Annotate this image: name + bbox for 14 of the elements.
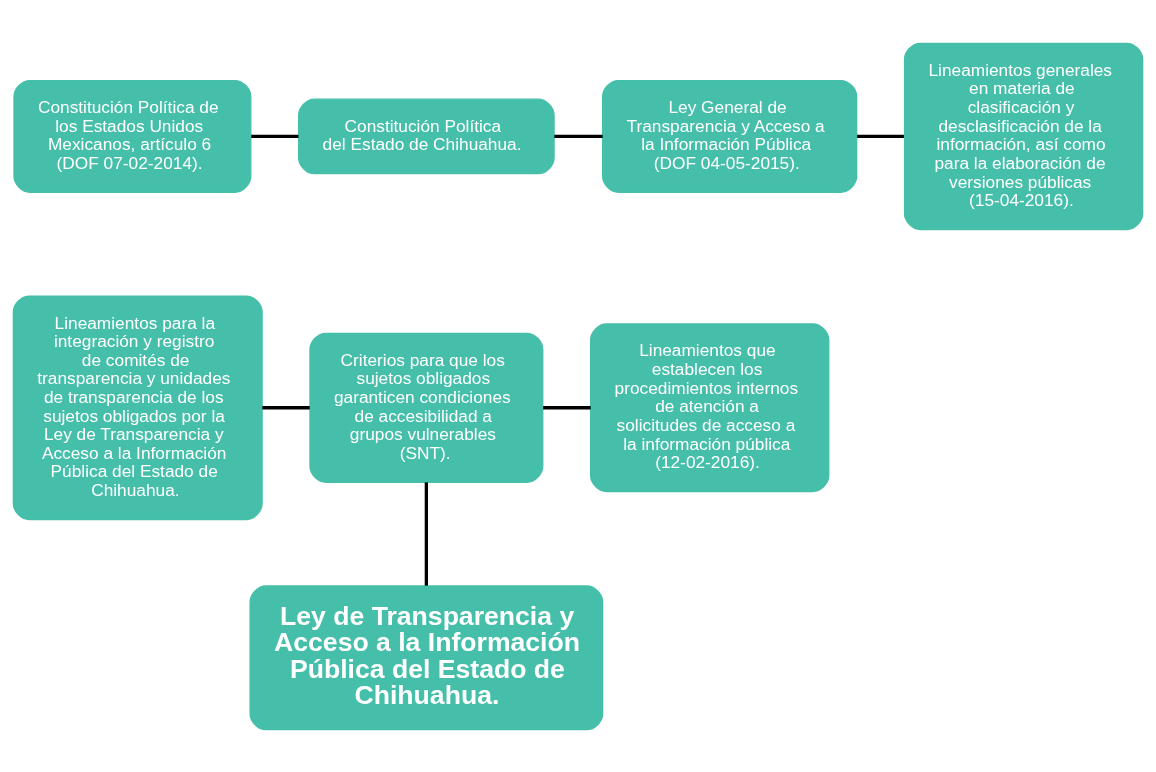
connector	[554, 134, 603, 138]
connector	[251, 134, 299, 138]
node-box: Ley de Transparencia y Acceso a la Información Pública del Estado de Chihuahua.	[249, 584, 604, 730]
node-box: Lineamientos generales en materia de clasificación y desclasificación de la información, así como para la elaboración de versiones públicas (15-04-2016).	[903, 42, 1144, 230]
connector	[262, 405, 310, 409]
connector	[857, 134, 904, 138]
node-box: Lineamientos que establecen los procedimientos internos de atención a solicitudes de acceso a la información pública (12-02-2016).	[589, 322, 830, 492]
node-box: Ley General de Transparencia y Acceso a la Información Pública (DOF 04-05-2015).	[601, 79, 858, 193]
node-box: Lineamientos para la integración y registro de comités de transparencia y unidades de transparencia de los sujetos obligados por la Ley de Transparencia y Acceso a la Información Pública del Estado de Chihuahua.	[12, 294, 263, 520]
node-box: Constitución Política del Estado de Chihuahua.	[298, 98, 555, 174]
node-box: Constitución Política de los Estados Unidos Mexicanos, artículo 6 (DOF 07-02-2014).	[13, 79, 252, 193]
connector	[424, 481, 429, 586]
connector	[543, 405, 591, 409]
node-box: Criterios para que los sujetos obligados garanticen condiciones de accesibilidad a grupos vulnerables (SNT).	[309, 332, 544, 483]
